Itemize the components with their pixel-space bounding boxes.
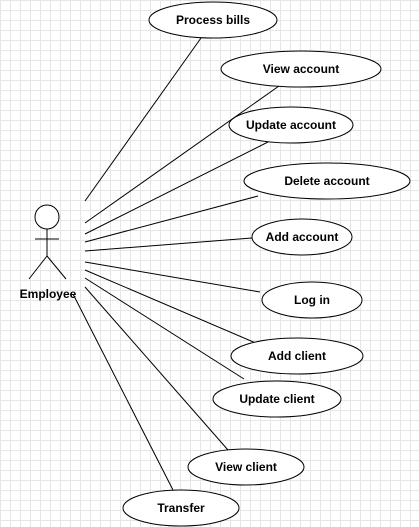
actor-left-leg — [28, 255, 48, 280]
use-case-ellipse — [251, 218, 353, 256]
use-case-transfer[interactable]: Transfer — [122, 489, 240, 527]
use-case-ellipse — [148, 1, 278, 39]
use-case-ellipse — [212, 380, 342, 418]
use-case-ellipse — [228, 106, 354, 144]
use-case-delete-account[interactable]: Delete account — [243, 162, 411, 200]
use-case-label: Transfer — [157, 501, 205, 515]
use-case-label: Process bills — [176, 13, 250, 27]
association-line-update-account — [84, 141, 269, 235]
use-case-process-bills[interactable]: Process bills — [148, 1, 278, 39]
use-case-ellipse — [230, 337, 364, 375]
association-line-process-bills — [84, 37, 202, 202]
use-case-label: View account — [263, 62, 339, 76]
actor-right-leg — [46, 255, 67, 280]
use-case-label: Update client — [239, 392, 314, 406]
use-case-label: Add account — [266, 230, 339, 244]
use-case-log-in[interactable]: Log in — [261, 281, 363, 319]
use-case-view-account[interactable]: View account — [220, 50, 382, 88]
use-case-update-client[interactable]: Update client — [212, 380, 342, 418]
association-line-add-client — [84, 269, 259, 345]
actor-head — [34, 204, 60, 230]
use-case-ellipse — [122, 489, 240, 527]
association-line-update-client — [84, 277, 245, 380]
use-case-ellipse — [243, 162, 411, 200]
use-case-label: Log in — [294, 293, 330, 307]
association-line-add-account — [84, 237, 253, 252]
use-case-label: Add client — [268, 349, 326, 363]
use-case-add-account[interactable]: Add account — [251, 218, 353, 256]
use-case-label: Update account — [246, 118, 336, 132]
actor-label: Employee — [20, 287, 77, 301]
association-line-log-in — [84, 261, 261, 293]
associations — [72, 37, 280, 491]
use-case-update-account[interactable]: Update account — [228, 106, 354, 144]
use-case-add-client[interactable]: Add client — [230, 337, 364, 375]
use-case-ellipse — [261, 281, 363, 319]
use-case-ellipse — [187, 448, 305, 486]
use-case-view-client[interactable]: View client — [187, 448, 305, 486]
association-line-view-account — [84, 85, 280, 224]
association-line-view-client — [84, 286, 229, 451]
association-line-delete-account — [84, 195, 259, 243]
association-line-transfer — [72, 293, 174, 491]
use-case-ellipse — [220, 50, 382, 88]
use-case-label: Delete account — [284, 174, 369, 188]
actor-employee[interactable]: Employee — [20, 204, 77, 301]
use-case-label: View client — [215, 460, 277, 474]
